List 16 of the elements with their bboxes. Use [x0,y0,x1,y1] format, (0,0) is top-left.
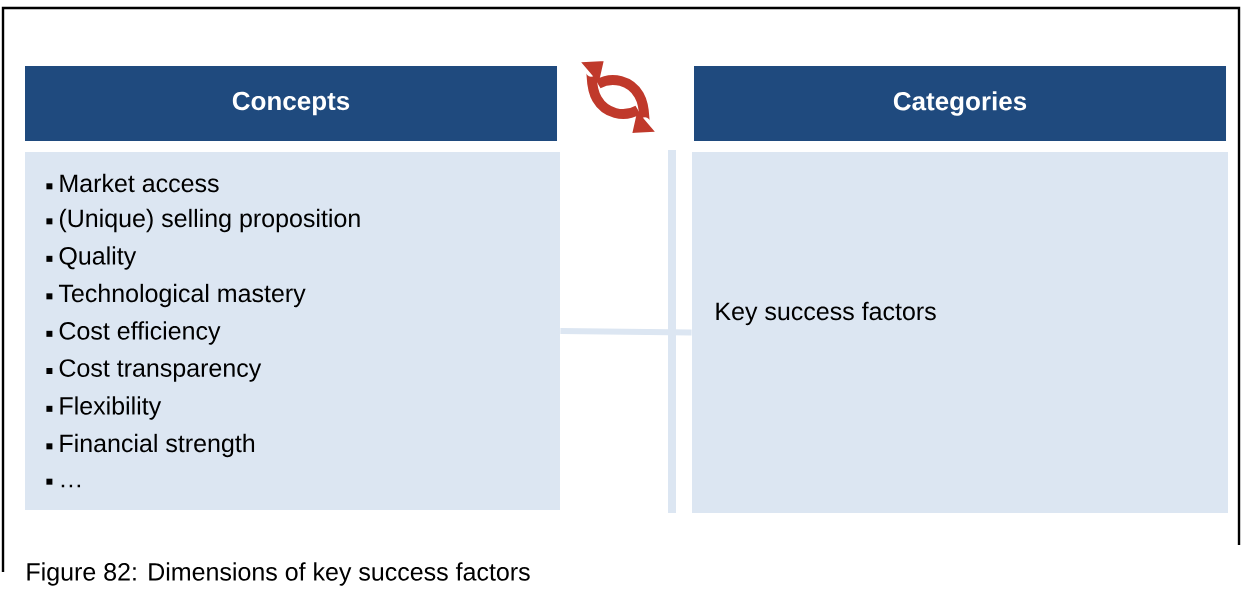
bullet-item: Financial strength [46,433,255,458]
list-box [25,152,560,510]
bullet-item: Technological mastery [46,283,306,308]
bullet-item: Cost transparency [46,359,262,382]
bullet-item: … [46,478,80,488]
header-box: Concepts [25,66,557,141]
bullet-item: Quality [46,246,137,270]
bullet-item: Market access [46,173,219,193]
figure-caption: Figure 82: Dimensions of key success factors [27,562,530,586]
category-box [692,152,1228,513]
bullet-item: Cost efficiency [46,321,221,345]
bullet-item: (Unique) selling proposition [46,208,360,233]
box-text: Key success factors [716,301,936,326]
connector-line [560,328,692,336]
bullet-item: Flexibility [46,396,162,420]
header-box: Categories [694,66,1226,141]
